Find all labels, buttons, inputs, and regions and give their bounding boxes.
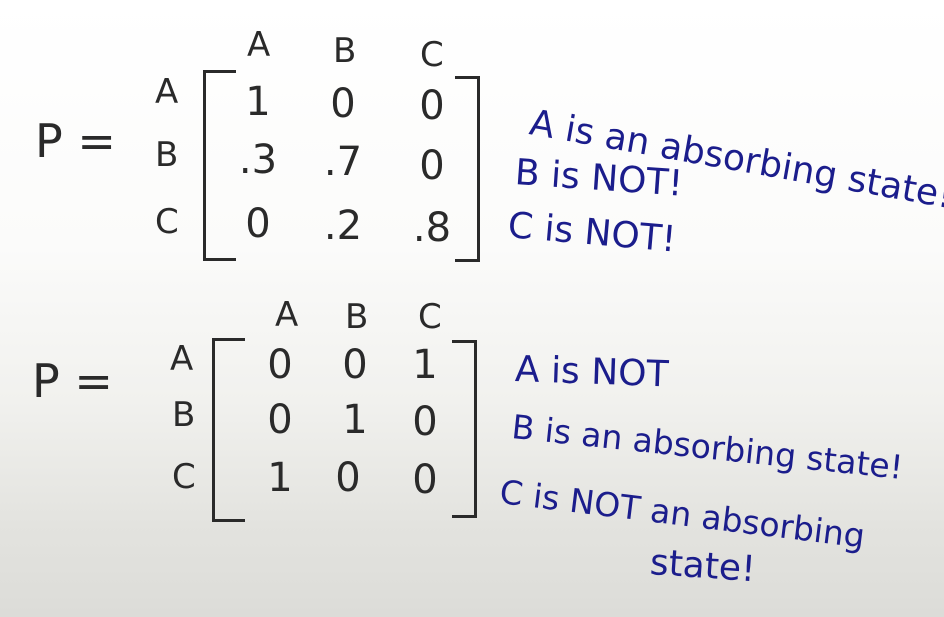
matrix-2-col-header-b: B: [345, 297, 369, 337]
matrix-2-cell: 0: [412, 399, 438, 445]
matrix-1-note-b: B is NOT!: [513, 152, 685, 205]
matrix-2-note-a: A is NOT: [514, 349, 670, 396]
matrix-1-cell: 0: [419, 143, 445, 189]
matrix-2-cell: 0: [267, 342, 293, 388]
matrix-1-left-bracket: [203, 70, 236, 261]
matrix-1-cell: 0: [330, 81, 356, 127]
matrix-2-left-bracket: [212, 338, 245, 522]
matrix-2-cell: 0: [412, 457, 438, 503]
matrix-2-note-c: C is NOT an absorbing: [497, 472, 868, 556]
matrix-1-col-header-b: B: [333, 31, 357, 71]
matrix-2-note-c-continued: state!: [648, 542, 757, 591]
matrix-2-cell: 1: [267, 455, 293, 501]
matrix-2-row-header-b: B: [172, 395, 196, 435]
matrix-2-cell: 0: [267, 397, 293, 443]
matrix-2-cell: 1: [412, 342, 438, 388]
matrix-2-label: P =: [32, 354, 113, 408]
matrix-1-col-header-c: C: [420, 35, 444, 75]
matrix-1-cell: 1: [245, 79, 271, 125]
matrix-1-cell: .3: [238, 137, 278, 183]
matrix-2-col-header-a: A: [275, 295, 299, 335]
matrix-1-cell: .7: [323, 139, 363, 185]
matrix-2-right-bracket: [452, 340, 477, 518]
matrix-2-row-header-c: C: [172, 457, 196, 497]
matrix-2-col-header-c: C: [418, 297, 442, 337]
matrix-1-cell: .2: [323, 203, 363, 249]
matrix-2-cell: 0: [335, 455, 361, 501]
matrix-1-cell: 0: [245, 201, 271, 247]
matrix-1-cell: .8: [412, 205, 452, 251]
matrix-1-label: P =: [35, 114, 116, 168]
matrix-1-col-header-a: A: [247, 25, 271, 65]
matrix-1-note-c: C is NOT!: [506, 205, 678, 261]
matrix-1-row-header-a: A: [155, 72, 179, 112]
matrix-1-row-header-b: B: [155, 135, 179, 175]
matrix-1-right-bracket: [455, 76, 480, 262]
matrix-1-cell: 0: [419, 83, 445, 129]
matrix-2-cell: 1: [342, 397, 368, 443]
matrix-1-row-header-c: C: [155, 202, 179, 242]
matrix-2-row-header-a: A: [170, 339, 194, 379]
matrix-2-cell: 0: [342, 342, 368, 388]
matrix-2-note-b: B is an absorbing state!: [509, 407, 905, 487]
